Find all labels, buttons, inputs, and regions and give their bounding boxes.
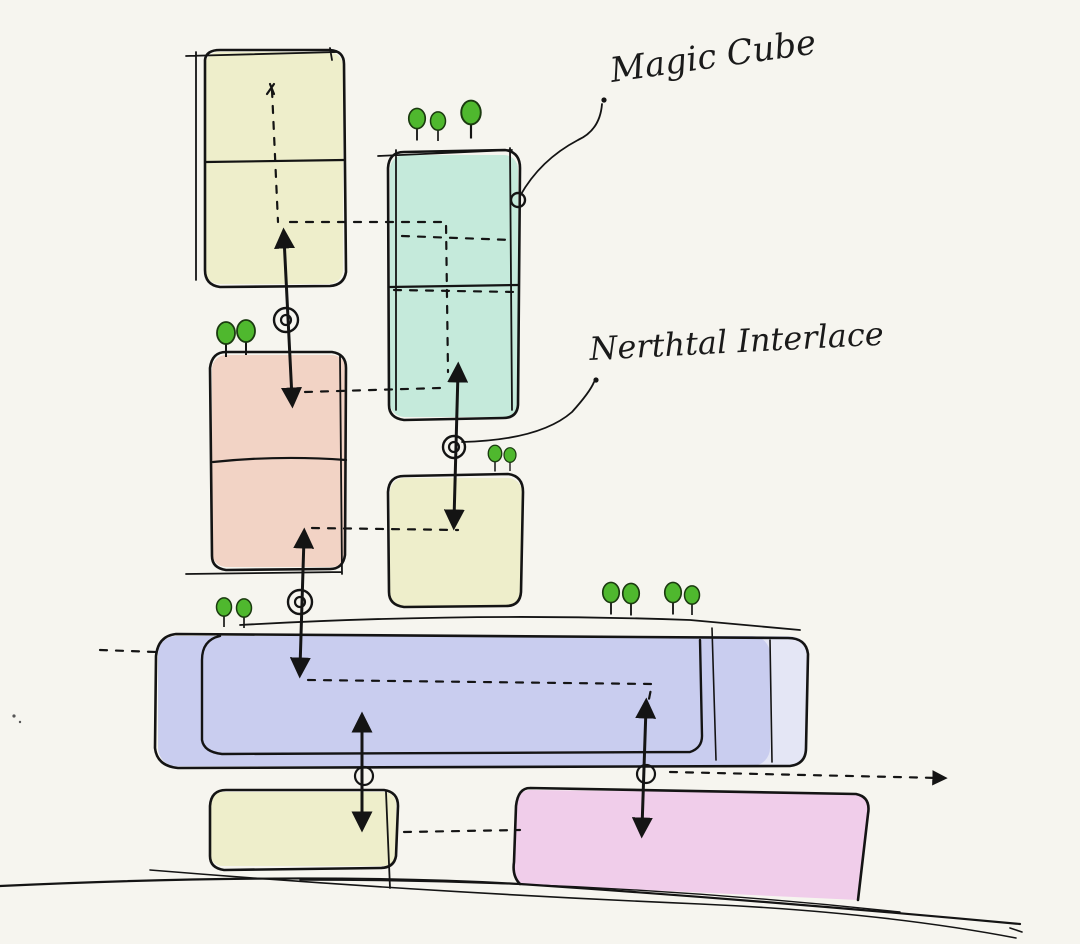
label-magic-cube: Magic Cube [607,22,819,91]
block-teal-magic-cube [377,147,522,422]
block-cream-top-left [185,47,348,289]
circle-node-icon [272,306,300,334]
block-cream-small-right [386,472,525,609]
tree-icon [601,581,621,616]
tree-icon [621,582,641,617]
vertical-interlace-arrows [274,227,657,839]
tree-icon [487,444,503,472]
circle-node-icon [635,763,657,785]
tree-icon [459,99,483,140]
tree-icon [235,318,257,356]
tree-icon [663,581,683,616]
circle-node-icon [509,191,527,209]
annotation-leaders [461,97,607,443]
circle-node-icon [441,434,467,460]
tree-icon [503,446,517,472]
circle-nodes [272,191,657,787]
tree-icon [683,584,701,616]
ground-line [0,869,1022,939]
stray-marks [12,714,1023,933]
block-salmon [185,350,348,575]
block-cream-bottom-left [208,788,400,889]
circulation-dashed-paths [98,82,948,834]
block-pink-bottom-right [512,786,870,902]
tree-icon [407,107,427,142]
tree-icon [429,110,447,142]
tree-icon [215,596,233,628]
circle-node-icon [353,765,375,787]
circle-node-icon [286,588,314,616]
block-lavender-podium [153,616,810,770]
label-vertical-interlace: Nerthtal Interlace [587,315,884,368]
